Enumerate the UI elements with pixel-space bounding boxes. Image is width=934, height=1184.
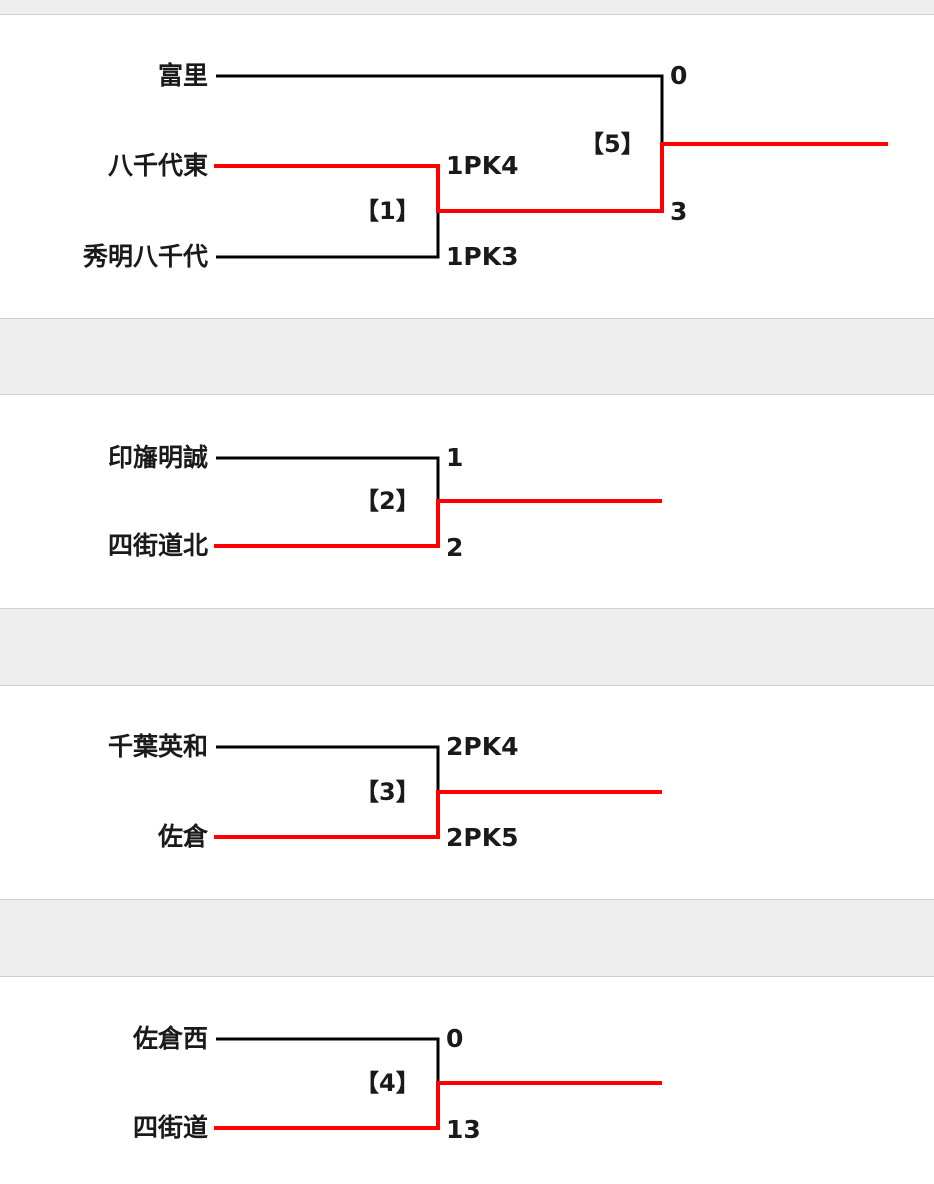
section-band-2 [0, 608, 934, 686]
match-number-3: 【3】 [355, 778, 420, 806]
score-match2-bottom: 2 [446, 533, 464, 562]
team-shumei-yachiyo: 秀明八千代 [82, 242, 208, 271]
match-number-1: 【1】 [355, 197, 420, 225]
score-match4-bottom: 13 [446, 1115, 481, 1144]
bracket-block-2: 印旛明誠 四街道北 1 2 【2】 [0, 395, 934, 608]
match-number-5: 【5】 [580, 130, 645, 158]
score-match1-bottom: 1PK3 [446, 242, 519, 271]
team-chiba-eiwa: 千葉英和 [107, 732, 208, 761]
match-number-2: 【2】 [355, 487, 420, 515]
line-yotsukaido [214, 1081, 662, 1130]
score-match5-bottom: 3 [670, 197, 688, 226]
bracket-lines-1 [214, 74, 888, 259]
line-chiba-eiwa [216, 745, 440, 792]
bracket-block-3: 千葉英和 佐倉 2PK4 2PK5 【3】 [0, 686, 934, 899]
score-match3-top: 2PK4 [446, 732, 519, 761]
team-sakura-nishi: 佐倉西 [132, 1024, 208, 1053]
team-tomisato: 富里 [157, 61, 208, 90]
section-band-top [0, 0, 934, 15]
score-match1-top: 1PK4 [446, 151, 519, 180]
score-match4-top: 0 [446, 1024, 464, 1053]
line-tomisato [216, 74, 664, 144]
bracket-lines-4 [214, 1037, 662, 1130]
match-number-4: 【4】 [355, 1069, 420, 1097]
line-sakura [214, 790, 662, 839]
line-yachiyohigashi [214, 142, 888, 213]
score-match3-bottom: 2PK5 [446, 823, 519, 852]
section-band-1 [0, 318, 934, 395]
bracket-block-1: 富里 八千代東 秀明八千代 1PK4 1PK3 【1】 0 3 【5】 [0, 15, 934, 318]
section-band-3 [0, 899, 934, 977]
bracket-lines-3 [214, 745, 662, 839]
score-match2-top: 1 [446, 443, 464, 472]
team-yotsukaido-kita: 四街道北 [107, 531, 208, 560]
bracket-lines-2 [214, 456, 662, 548]
team-sakura: 佐倉 [157, 822, 208, 851]
line-yotsukaido-kita [214, 499, 662, 548]
line-sakura-nishi [216, 1037, 440, 1083]
bracket-block-4: 佐倉西 四街道 0 13 【4】 [0, 977, 934, 1184]
team-yotsukaido: 四街道 [132, 1113, 208, 1142]
score-match5-top: 0 [670, 61, 688, 90]
team-yachiyohigashi: 八千代東 [107, 151, 208, 180]
team-inba-meisei: 印旛明誠 [107, 443, 208, 472]
line-shumei [216, 211, 440, 259]
line-inba [216, 456, 440, 501]
